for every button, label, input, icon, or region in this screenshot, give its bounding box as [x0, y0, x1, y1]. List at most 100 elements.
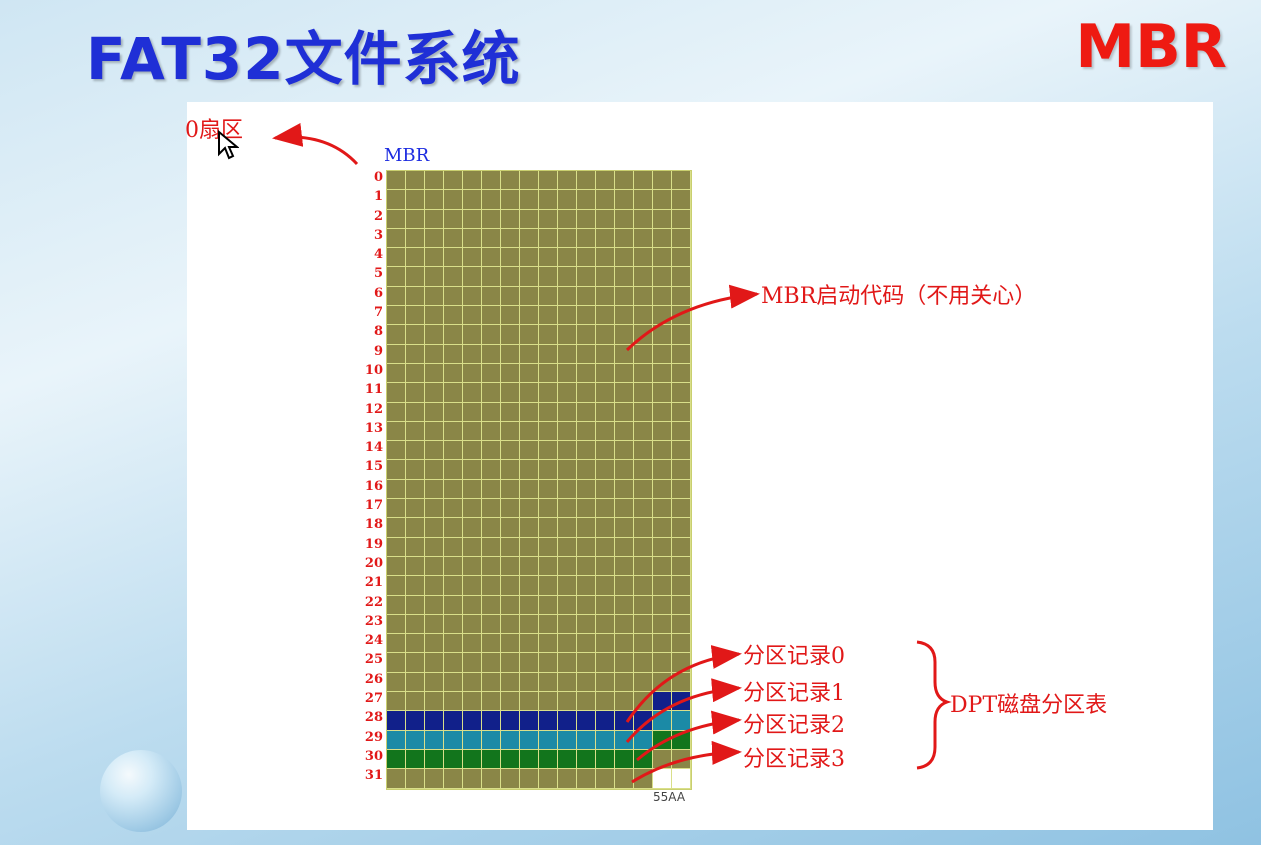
byte-cell: [520, 325, 539, 345]
byte-cell: [615, 769, 634, 789]
byte-cell: [539, 692, 558, 712]
byte-cell: [501, 248, 520, 268]
byte-cell: [501, 363, 520, 384]
byte-cell: [672, 209, 691, 229]
byte-cell: [672, 402, 691, 422]
byte-cell: [577, 711, 596, 731]
byte-cell: [387, 190, 406, 210]
byte-cell: [577, 363, 596, 384]
row-label: 8: [373, 324, 383, 340]
partition-record-1-label: 分区记录1: [743, 681, 845, 706]
byte-cell: [520, 518, 539, 538]
byte-cell: [406, 460, 425, 480]
byte-cell: [501, 479, 520, 500]
byte-cell: [444, 672, 463, 693]
byte-cell: [425, 499, 444, 519]
byte-cell: [406, 441, 425, 461]
byte-cell: [501, 402, 520, 422]
byte-cell: [482, 441, 501, 461]
byte-cell: [444, 325, 463, 345]
byte-cell: [463, 171, 482, 191]
byte-cell: [387, 595, 406, 615]
byte-cell: [615, 634, 634, 654]
mouse-cursor-icon: [218, 130, 239, 160]
byte-cell: [539, 441, 558, 461]
byte-cell: [463, 441, 482, 461]
byte-cell: [444, 518, 463, 538]
byte-cell: [482, 209, 501, 229]
byte-cell: [634, 460, 653, 480]
byte-cell: [672, 614, 691, 635]
byte-cell: [596, 460, 615, 480]
byte-cell: [501, 634, 520, 654]
row-label: 4: [373, 247, 383, 263]
byte-cell: [387, 344, 406, 364]
row-label: 5: [373, 266, 383, 282]
byte-cell: [672, 190, 691, 210]
byte-cell: [539, 267, 558, 287]
byte-cell: [520, 267, 539, 287]
byte-cell: [596, 653, 615, 673]
byte-cell: [387, 363, 406, 384]
byte-cell: [482, 306, 501, 326]
byte-cell: [520, 730, 539, 750]
byte-cell: [672, 171, 691, 191]
byte-cell: [444, 479, 463, 500]
byte-cell: [444, 402, 463, 422]
byte-cell: [387, 556, 406, 577]
byte-cell: [615, 190, 634, 210]
byte-cell: [653, 209, 672, 229]
row-label: 26: [364, 671, 383, 687]
byte-cell: [387, 286, 406, 307]
byte-cell: [596, 614, 615, 635]
byte-cell: [577, 769, 596, 789]
byte-cell: [596, 595, 615, 615]
byte-cell: [520, 537, 539, 557]
mbr-table-title: MBR: [384, 145, 430, 166]
byte-cell: [387, 537, 406, 557]
byte-cell: [653, 537, 672, 557]
byte-cell: [672, 248, 691, 268]
byte-cell: [672, 769, 691, 789]
byte-cell: [596, 402, 615, 422]
byte-cell: [539, 711, 558, 731]
byte-cell: [577, 634, 596, 654]
byte-cell: [672, 383, 691, 403]
byte-cell: [672, 634, 691, 654]
byte-cell: [501, 228, 520, 249]
byte-cell: [653, 518, 672, 538]
byte-cell: [406, 402, 425, 422]
byte-cell: [672, 499, 691, 519]
byte-cell: [463, 537, 482, 557]
byte-cell: [672, 344, 691, 364]
byte-cell: [634, 595, 653, 615]
byte-cell: [596, 692, 615, 712]
partition-record-3-label: 分区记录3: [743, 747, 845, 772]
byte-cell: [596, 383, 615, 403]
byte-cell: [425, 363, 444, 384]
byte-cell: [463, 769, 482, 789]
byte-cell: [596, 672, 615, 693]
byte-cell: [482, 672, 501, 693]
boot-code-label: MBR启动代码（不用关心）: [761, 284, 1037, 309]
byte-cell: [596, 190, 615, 210]
row-label: 29: [364, 729, 383, 745]
byte-cell: [520, 595, 539, 615]
byte-cell: [444, 730, 463, 750]
byte-cell: [634, 306, 653, 326]
byte-cell: [653, 595, 672, 615]
byte-cell: [425, 672, 444, 693]
byte-cell: [482, 479, 501, 500]
byte-cell: [406, 479, 425, 500]
byte-cell: [615, 383, 634, 403]
byte-cell: [501, 460, 520, 480]
byte-cell: [501, 749, 520, 770]
byte-cell: [596, 267, 615, 287]
byte-cell: [501, 344, 520, 364]
byte-cell: [520, 363, 539, 384]
byte-cell: [425, 306, 444, 326]
byte-cell: [634, 672, 653, 693]
byte-cell: [653, 325, 672, 345]
row-label: 20: [364, 555, 383, 571]
byte-cell: [672, 363, 691, 384]
